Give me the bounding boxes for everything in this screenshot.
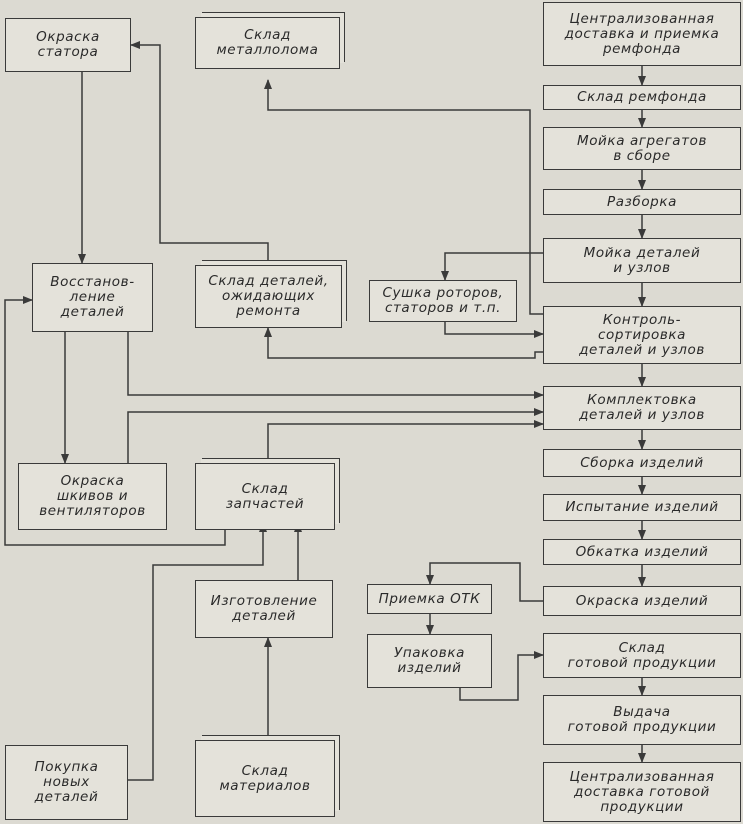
- node-spares: Склад запчастей: [195, 463, 335, 530]
- node-scrap: Склад металлолома: [195, 17, 340, 69]
- node-materials: Склад материалов: [195, 740, 335, 817]
- node-disassembly: Разборка: [543, 189, 741, 215]
- arrow-drying-to-control: [444, 322, 544, 338]
- node-testing: Испытание изделий: [543, 494, 741, 521]
- node-waiting: Склад деталей, ожидающих ремонта: [195, 265, 342, 328]
- node-runin: Обкатка изделий: [543, 539, 741, 565]
- node-manufacture: Изготовление деталей: [195, 580, 333, 638]
- node-central-delivery: Централизованная доставка и приемка ремф…: [543, 2, 741, 66]
- node-pulley-paint: Окраска шкивов и вентиляторов: [18, 463, 167, 530]
- node-packing: Упаковка изделий: [367, 634, 492, 688]
- arrow-purchase-to-spares: [128, 522, 267, 781]
- node-issue: Выдача готовой продукции: [543, 695, 741, 745]
- arrow-control-to-waiting: [264, 327, 543, 359]
- node-control-sort: Контроль- сортировка деталей и узлов: [543, 306, 741, 364]
- arrow-restore-to-kit: [127, 332, 544, 399]
- node-kit: Комплектовка деталей и узлов: [543, 386, 741, 430]
- arrow-spares-to-kit: [267, 420, 544, 463]
- node-wash-parts: Мойка деталей и узлов: [543, 238, 741, 283]
- node-wash-units: Мойка агрегатов в сборе: [543, 127, 741, 170]
- arrow-waiting-to-stator: [130, 41, 269, 265]
- arrow-washparts-to-drying: [441, 252, 543, 281]
- node-restore: Восстанов- ление деталей: [32, 263, 153, 332]
- arrow-packing-to-finished: [459, 651, 544, 701]
- node-assembly: Сборка изделий: [543, 449, 741, 477]
- node-painting: Окраска изделий: [543, 586, 741, 616]
- node-central-out: Централизованная доставка готовой продук…: [543, 762, 741, 822]
- node-purchase: Покупка новых деталей: [5, 745, 128, 820]
- node-stator-paint: Окраска статора: [5, 18, 131, 72]
- node-drying: Сушка роторов, статоров и т.п.: [369, 280, 517, 322]
- arrow-pulley-to-kit: [127, 408, 544, 463]
- node-finished-stock: Склад готовой продукции: [543, 633, 741, 678]
- node-repair-stock: Склад ремфонда: [543, 85, 741, 110]
- arrow-spares-to-restore: [4, 296, 226, 546]
- arrow-painting-to-otk: [426, 562, 543, 602]
- node-otk: Приемка ОТК: [367, 584, 492, 614]
- arrow-control-to-scrap: [264, 79, 543, 315]
